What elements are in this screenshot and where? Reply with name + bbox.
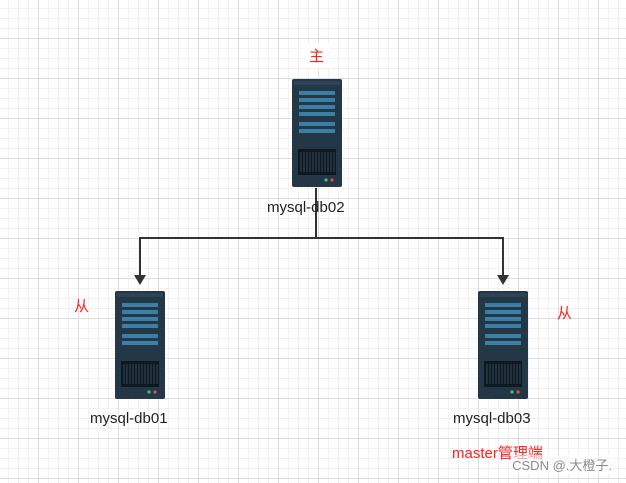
server-rack-icon [115,291,165,399]
node-label-db01: mysql-db01 [90,410,168,427]
edge-db02-db03 [316,237,509,285]
server-rack-icon [478,291,528,399]
role-label-db01: 从 [74,298,90,315]
node-label-db03: mysql-db03 [453,410,531,427]
role-label-db02: 主 [303,43,331,68]
server-node-db02 [292,79,342,187]
watermark: CSDN @.大橙子. [512,455,612,474]
server-rack-icon [292,79,342,187]
edge-db02-db01 [134,237,316,285]
server-node-db01 [115,291,165,399]
server-node-db03 [478,291,528,399]
role-label-db03: 从 [557,305,573,322]
node-label-db02: mysql-db02 [267,199,345,216]
